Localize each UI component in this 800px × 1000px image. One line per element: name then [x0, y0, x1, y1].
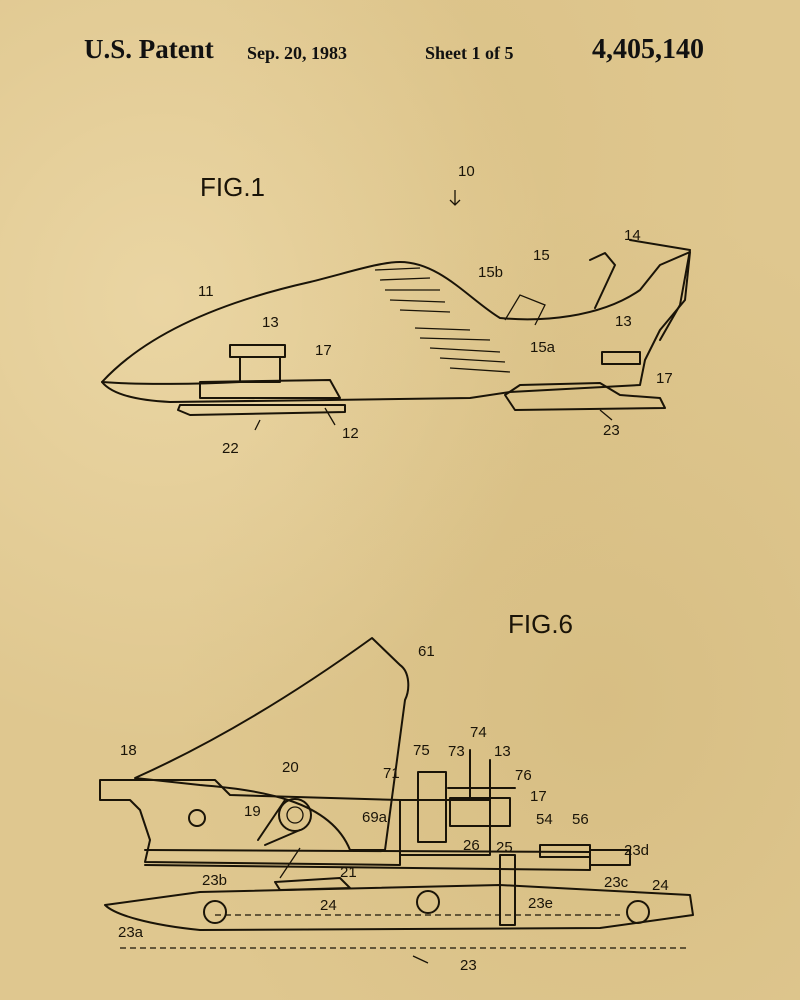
ref-label: 11 [198, 283, 214, 300]
figure-1-labels: 10 11 13 13 14 15 15b 15a 17 17 12 22 23 [198, 163, 673, 457]
ref-label: 24 [652, 877, 669, 894]
ref-label: 14 [624, 227, 641, 244]
ref-label: 13 [262, 314, 279, 331]
ref-label: 17 [530, 788, 547, 805]
ref-label: 23c [604, 874, 629, 891]
ref-label: 69a [362, 809, 388, 826]
ref-label: 23 [603, 422, 620, 439]
ref-label: 20 [282, 759, 299, 776]
ref-label: 24 [320, 897, 337, 914]
ref-label: 22 [222, 440, 239, 457]
ref-label: 12 [342, 425, 359, 442]
ref-label: 75 [413, 742, 430, 759]
patent-date: Sep. 20, 1983 [247, 43, 348, 63]
ref-label: 17 [315, 342, 332, 359]
ref-label: 23 [460, 957, 477, 974]
ref-label: 18 [120, 742, 137, 759]
ref-label: 74 [470, 724, 487, 741]
ref-label: 25 [496, 839, 513, 856]
figure-6-drawing: FIG.6 [99, 609, 694, 964]
ref-label: 23d [624, 842, 649, 859]
ref-label: 21 [340, 864, 357, 881]
ref-label: 15 [533, 247, 550, 264]
ref-label: 26 [463, 837, 480, 854]
patent-number: 4,405,140 [592, 34, 704, 65]
ref-label: 19 [244, 803, 261, 820]
ref-label: 15b [478, 264, 503, 281]
ref-label: 15a [530, 339, 556, 356]
ref-label: 17 [656, 370, 673, 387]
figure-1-title: FIG.1 [200, 172, 265, 202]
ref-label: 23b [202, 872, 227, 889]
ref-label: 71 [383, 765, 400, 782]
figure-6-title: FIG.6 [508, 609, 573, 639]
ref-label: 61 [418, 643, 435, 660]
figure-1-drawing: FIG.1 [101, 172, 691, 431]
ref-label: 13 [615, 313, 632, 330]
figure-6-labels: 61 18 20 19 71 75 73 74 13 76 17 69a 26 … [118, 643, 669, 974]
ref-label: 76 [515, 767, 532, 784]
sheet-number: Sheet 1 of 5 [425, 43, 514, 63]
ref-label: 56 [572, 811, 589, 828]
ref-label: 54 [536, 811, 553, 828]
ref-label: 13 [494, 743, 511, 760]
patent-title: U.S. Patent [84, 34, 214, 64]
ref-label: 23a [118, 924, 144, 941]
ref-label: 23e [528, 895, 553, 912]
ref-label: 73 [448, 743, 465, 760]
ref-label: 10 [458, 163, 475, 180]
